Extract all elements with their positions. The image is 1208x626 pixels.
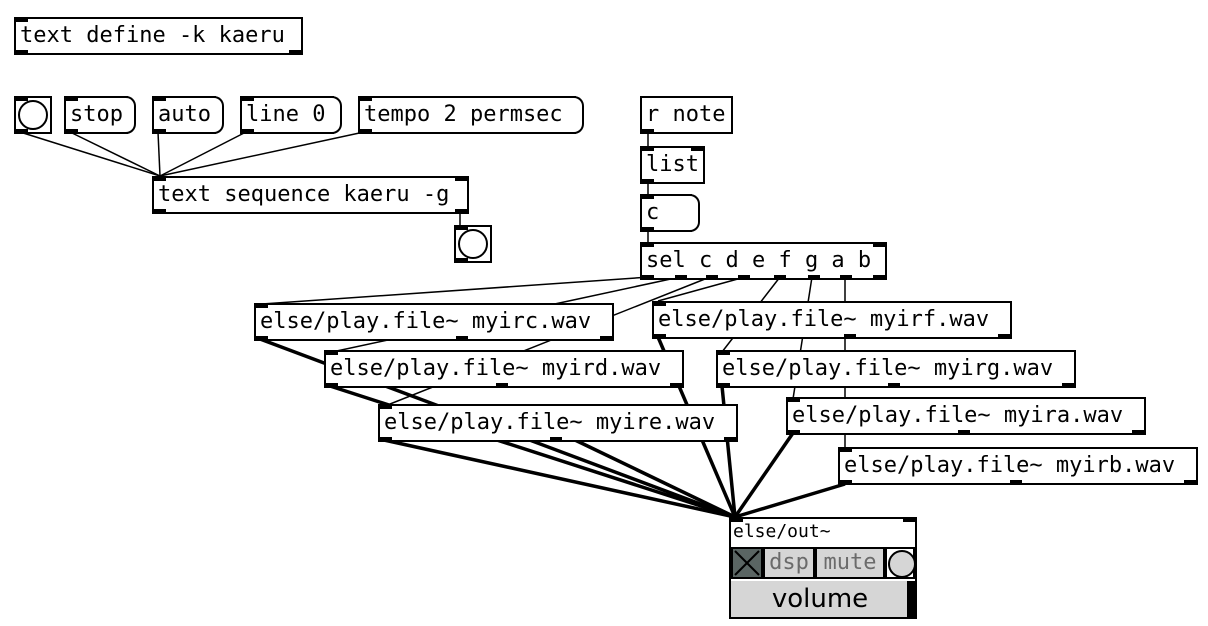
play-file-c[interactable]: else/play.file~ myirc.wav xyxy=(254,303,614,341)
cord xyxy=(261,276,651,305)
volume-slider[interactable]: volume xyxy=(731,581,909,617)
cord xyxy=(657,276,746,302)
cord xyxy=(157,131,161,177)
cord xyxy=(159,131,247,177)
bang-button[interactable] xyxy=(14,96,52,134)
cord xyxy=(159,131,365,177)
mute-button[interactable]: mute xyxy=(815,547,885,579)
out-panel: else/out~ dsp mute volume xyxy=(729,517,917,619)
signal-cord xyxy=(734,482,846,519)
volume-slider-handle[interactable] xyxy=(907,581,915,617)
play-file-g[interactable]: else/play.file~ myirg.wav xyxy=(716,350,1076,388)
play-file-b[interactable]: else/play.file~ myirb.wav xyxy=(838,447,1198,485)
play-file-e[interactable]: else/play.file~ myire.wav xyxy=(378,404,738,442)
out-title: else/out~ xyxy=(733,521,831,542)
play-file-d[interactable]: else/play.file~ myird.wav xyxy=(324,350,684,388)
signal-cord xyxy=(383,438,736,519)
auto-message[interactable]: auto xyxy=(152,96,224,134)
dsp-button[interactable]: dsp xyxy=(763,547,815,579)
list-object[interactable]: list xyxy=(640,146,705,184)
line-0-message[interactable]: line 0 xyxy=(240,96,342,134)
play-file-f[interactable]: else/play.file~ myirf.wav xyxy=(652,301,1012,339)
cord xyxy=(69,131,161,177)
stop-message[interactable]: stop xyxy=(64,96,136,134)
select-object[interactable]: sel c d e f g a b xyxy=(640,242,887,280)
dsp-toggle[interactable] xyxy=(731,547,763,579)
receive-note-object[interactable]: r note xyxy=(640,96,733,134)
toggle-x-icon xyxy=(734,550,760,576)
bang-circle-icon xyxy=(458,229,488,259)
cord xyxy=(19,131,161,177)
signal-cord xyxy=(574,438,736,519)
text-define-object[interactable]: text define -k kaeru xyxy=(14,17,303,55)
text-sequence-object[interactable]: text sequence kaeru -g xyxy=(152,176,469,214)
bang-indicator[interactable] xyxy=(885,547,916,579)
signal-cord xyxy=(733,432,795,518)
bang-circle-icon xyxy=(888,550,916,578)
play-file-a[interactable]: else/play.file~ myira.wav xyxy=(786,397,1146,435)
sequence-bang-button[interactable] xyxy=(454,225,492,263)
symbol-atom-box[interactable]: c xyxy=(640,194,700,232)
bang-circle-icon xyxy=(18,100,48,130)
tempo-message[interactable]: tempo 2 permsec xyxy=(358,96,584,134)
